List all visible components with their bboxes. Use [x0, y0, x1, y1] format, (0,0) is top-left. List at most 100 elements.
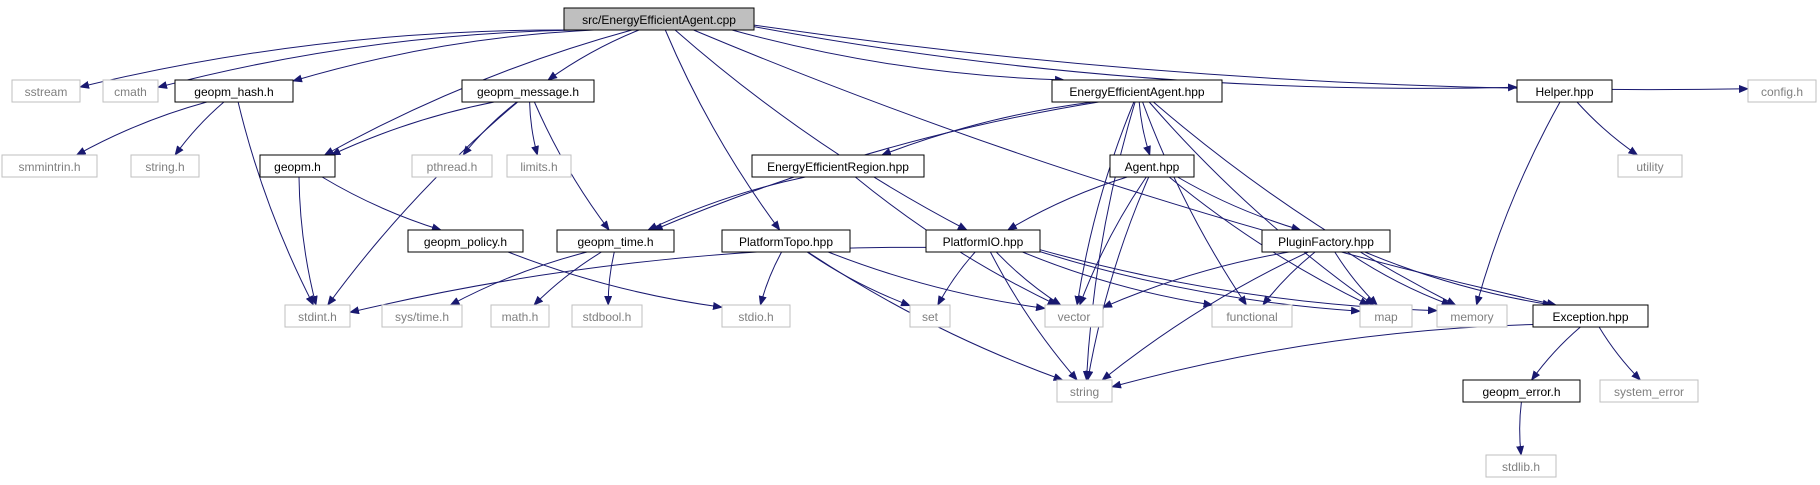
node-system-error: system_error [1599, 379, 1699, 403]
node-label: geopm.h [274, 160, 321, 174]
node-label: functional [1226, 310, 1277, 324]
node-label: PlatformTopo.hpp [739, 235, 833, 249]
node-box [1516, 79, 1613, 103]
node-label: cmath [114, 85, 147, 99]
node-box [751, 154, 925, 178]
edge-geopm_message-to-stdint [327, 101, 519, 306]
edge-geopm_message-to-geopm_h [330, 101, 495, 156]
node-eer[interactable]: EnergyEfficientRegion.hpp [751, 154, 925, 178]
node-box [1532, 304, 1649, 328]
edge-geopm_time-to-systime [449, 251, 588, 306]
node-stdint: stdint.h [284, 304, 351, 328]
node-map: map [1359, 304, 1413, 328]
edge-root-to-platformio [674, 29, 968, 231]
node-box [174, 79, 294, 103]
edge-exception-to-geopm_error [1531, 326, 1581, 381]
node-box [461, 79, 595, 103]
node-box [1109, 154, 1195, 178]
node-box [1044, 304, 1104, 328]
node-helper[interactable]: Helper.hpp [1516, 79, 1613, 103]
node-box [556, 229, 675, 253]
edge-eea_hpp-to-vector [1074, 101, 1135, 306]
node-math-h: math.h [490, 304, 550, 328]
node-exception[interactable]: Exception.hpp [1532, 304, 1649, 328]
edge-agent-to-string [1085, 176, 1150, 381]
edge-platformio-to-vector [995, 251, 1062, 306]
node-label: geopm_policy.h [424, 235, 507, 249]
node-root: src/EnergyEfficientAgent.cpp [563, 7, 755, 31]
node-label: PlatformIO.hpp [943, 235, 1024, 249]
node-string: string [1056, 379, 1113, 403]
node-label: geopm_time.h [577, 235, 653, 249]
node-platformio[interactable]: PlatformIO.hpp [925, 229, 1041, 253]
node-label: config.h [1761, 85, 1803, 99]
node-label: src/EnergyEfficientAgent.cpp [582, 13, 736, 27]
node-geopm-policy[interactable]: geopm_policy.h [407, 229, 524, 253]
node-label: geopm_error.h [1482, 385, 1560, 399]
node-geopm-error[interactable]: geopm_error.h [1462, 379, 1581, 403]
node-eea-hpp[interactable]: EnergyEfficientAgent.hpp [1051, 79, 1223, 103]
node-label: sys/time.h [395, 310, 449, 324]
node-functional: functional [1211, 304, 1293, 328]
edge-eea_hpp-to-eer [880, 101, 1094, 156]
edge-geopm_hash-to-stdint [237, 101, 314, 306]
edge-platformio-to-set [937, 251, 976, 306]
edge-helper-to-utility [1576, 101, 1639, 156]
node-box [1359, 304, 1413, 328]
edge-platformio-to-functional [1022, 251, 1214, 308]
edge-geopm_message-to-pthread [462, 101, 518, 156]
edge-agent-to-platformio [1006, 176, 1128, 231]
node-config: config.h [1747, 79, 1817, 103]
edge-geopm_error-to-stdlib [1516, 401, 1525, 456]
node-box [102, 79, 159, 103]
edge-geopm_h-to-geopm_policy [321, 176, 442, 232]
node-label: system_error [1614, 385, 1684, 399]
node-utility: utility [1617, 154, 1683, 178]
edge-root-to-cmath [157, 29, 579, 89]
node-box [11, 79, 81, 103]
node-pluginfactory[interactable]: PluginFactory.hpp [1261, 229, 1391, 253]
node-agent[interactable]: Agent.hpp [1109, 154, 1195, 178]
edge-pluginfactory-to-memory [1347, 251, 1452, 306]
edge-helper-to-memory [1475, 101, 1561, 306]
node-box [1436, 304, 1508, 328]
node-box [284, 304, 351, 328]
edges-layer [75, 24, 1749, 456]
node-label: limits.h [520, 160, 557, 174]
node-geopm-time[interactable]: geopm_time.h [556, 229, 675, 253]
edge-pluginfactory-to-exception [1364, 251, 1553, 308]
edge-platformio-to-string [989, 251, 1078, 381]
edge-root-to-platformtopo [664, 29, 781, 231]
edge-root-to-helper [753, 26, 1518, 92]
node-box [130, 154, 200, 178]
node-label: memory [1450, 310, 1493, 324]
edge-platformtopo-to-vector [828, 251, 1046, 312]
node-platformtopo[interactable]: PlatformTopo.hpp [721, 229, 851, 253]
node-vector: vector [1044, 304, 1104, 328]
node-label: PluginFactory.hpp [1278, 235, 1374, 249]
node-geopm-hash[interactable]: geopm_hash.h [174, 79, 294, 103]
node-pthread: pthread.h [411, 154, 493, 178]
node-box [506, 154, 572, 178]
node-label: vector [1058, 310, 1091, 324]
edge-pluginfactory-to-vector [1102, 251, 1290, 308]
node-label: pthread.h [427, 160, 478, 174]
node-box [1485, 454, 1557, 478]
node-geopm-message[interactable]: geopm_message.h [461, 79, 595, 103]
edge-agent-to-pluginfactory [1177, 176, 1302, 232]
node-set: set [909, 304, 951, 328]
node-label: math.h [502, 310, 539, 324]
node-label: EnergyEfficientAgent.hpp [1069, 85, 1205, 99]
edge-root-to-geopm_hash [292, 29, 595, 83]
edge-geopm_policy-to-stdio [507, 251, 723, 310]
node-box [1599, 379, 1699, 403]
edge-eer-to-geopm_time [647, 176, 806, 231]
edge-eea_hpp-to-functional [1142, 101, 1247, 306]
node-label: utility [1636, 160, 1663, 174]
node-label: Helper.hpp [1535, 85, 1593, 99]
node-geopm-h[interactable]: geopm.h [259, 154, 336, 178]
node-limits: limits.h [506, 154, 572, 178]
node-box [490, 304, 550, 328]
node-label: Exception.hpp [1552, 310, 1628, 324]
